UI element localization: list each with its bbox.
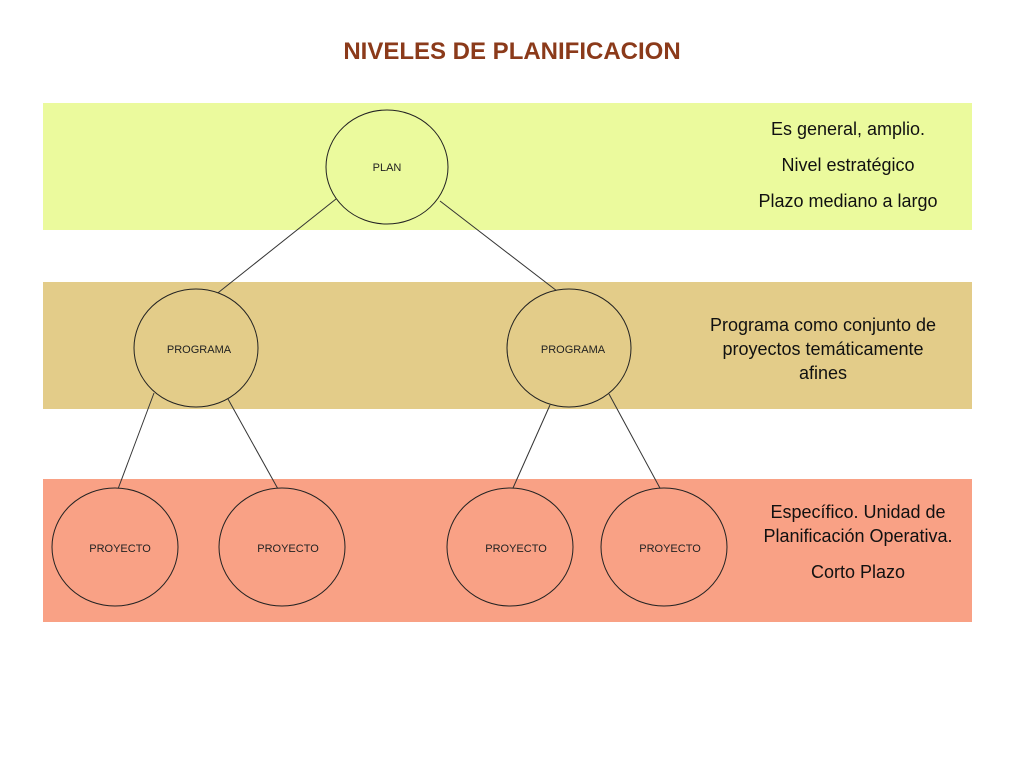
proyecto-description-text: Específico. Unidad de Planificación Oper… — [763, 502, 953, 546]
connector-programa-1-proyecto-2 — [227, 398, 279, 490]
node-proyecto-1-label: PROYECTO — [89, 543, 151, 555]
plan-description-line: Nivel estratégico — [781, 155, 915, 175]
connector-programa-2-proyecto-4 — [608, 393, 662, 491]
page-title: NIVELES DE PLANIFICACION — [343, 38, 681, 65]
node-programa-1-label: PROGRAMA — [167, 344, 232, 356]
node-proyecto-4-label: PROYECTO — [639, 543, 701, 555]
programa-description: Programa como conjunto de proyectos temá… — [703, 313, 943, 385]
node-proyecto-2-label: PROYECTO — [257, 543, 319, 555]
connector-plan-programa-2 — [439, 200, 558, 292]
plan-level-band — [43, 103, 972, 230]
connector-programa-1-proyecto-1 — [117, 392, 155, 490]
plan-description: Es general, amplio. Nivel estratégico Pl… — [728, 117, 968, 213]
connector-programa-2-proyecto-3 — [512, 404, 551, 489]
node-programa-2-label: PROGRAMA — [541, 344, 606, 356]
node-proyecto-1: PROYECTO — [51, 487, 179, 607]
node-proyecto-2: PROYECTO — [218, 487, 346, 607]
node-programa-2: PROGRAMA — [506, 288, 632, 408]
node-plan: PLAN — [325, 109, 449, 225]
plan-description-line: Es general, amplio. — [770, 119, 926, 139]
proyecto-description-text: Corto Plazo — [810, 562, 906, 582]
programa-description-text: Programa como conjunto de proyectos temá… — [709, 315, 937, 383]
node-proyecto-4: PROYECTO — [600, 487, 728, 607]
connector-plan-programa-1 — [213, 198, 337, 297]
proyecto-description: Específico. Unidad de Planificación Oper… — [738, 500, 978, 584]
node-programa-1: PROGRAMA — [133, 288, 259, 408]
node-proyecto-3-label: PROYECTO — [485, 543, 547, 555]
plan-description-line: Plazo mediano a largo — [758, 191, 938, 211]
node-plan-label: PLAN — [373, 162, 402, 174]
node-proyecto-3: PROYECTO — [446, 487, 574, 607]
